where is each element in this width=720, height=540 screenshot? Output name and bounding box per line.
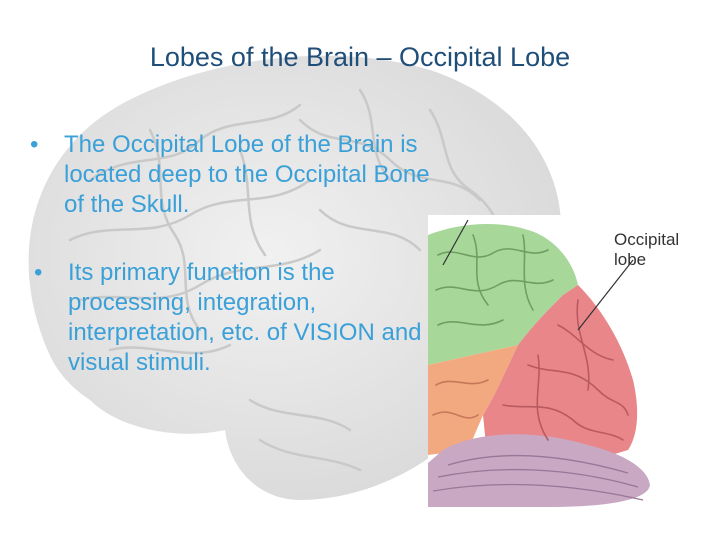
bullet-item: • The Occipital Lobe of the Brain is loc… [30, 130, 450, 220]
bullet-list: • The Occipital Lobe of the Brain is loc… [30, 130, 450, 378]
slide-title: Lobes of the Brain – Occipital Lobe [149, 42, 571, 72]
bullet-marker: • [30, 131, 39, 158]
pointer-line-occipital [577, 259, 634, 331]
orange-lobe-region [428, 345, 518, 455]
bullet-text: The Occipital Lobe of the Brain is locat… [64, 131, 430, 218]
green-lobe-region [428, 223, 578, 365]
bullet-text: Its primary function is the processing, … [68, 259, 422, 376]
occipital-lobe-label: Occipital lobe [614, 230, 680, 269]
bullet-item: • Its primary function is the processing… [34, 258, 454, 378]
occipital-lobe-region [483, 285, 638, 465]
pointer-line-top [442, 219, 469, 266]
bullet-marker: • [34, 259, 43, 286]
occipital-lobe-illustration [428, 215, 720, 507]
